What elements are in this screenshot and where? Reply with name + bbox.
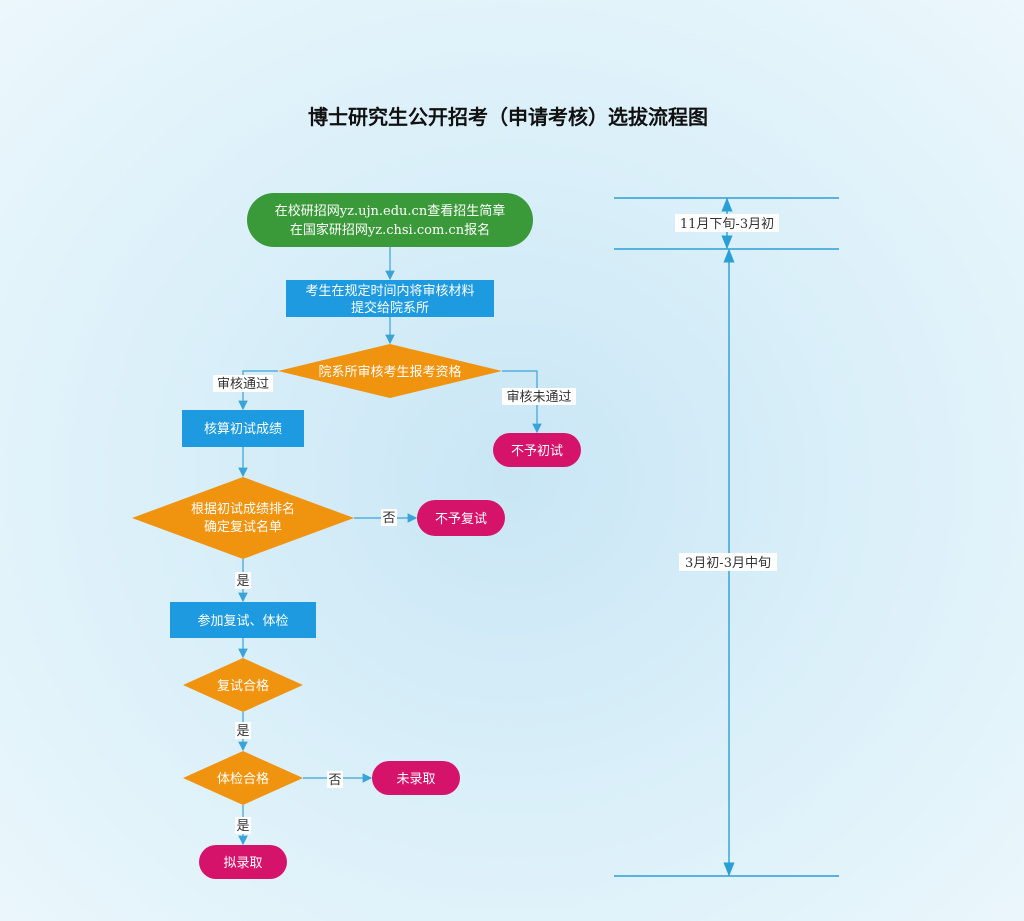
page-title: 博士研究生公开招考（申请考核）选拔流程图	[308, 105, 708, 129]
svg-text:提交给院系所: 提交给院系所	[351, 300, 429, 316]
node-medical-pass: 体检合格	[183, 751, 303, 805]
timeline: 11月下旬-3月初 3月初-3月中旬	[614, 197, 839, 877]
svg-text:不予复试: 不予复试	[435, 512, 487, 527]
svg-text:确定复试名单: 确定复试名单	[204, 519, 282, 535]
node-admitted: 拟录取	[199, 845, 287, 879]
svg-text:考生在规定时间内将审核材料: 考生在规定时间内将审核材料	[305, 283, 474, 299]
node-review: 院系所审核考生报考资格	[278, 344, 502, 398]
svg-text:未录取: 未录取	[396, 772, 435, 787]
node-reject-initial: 不予初试	[493, 433, 581, 467]
node-not-admitted: 未录取	[372, 761, 460, 795]
svg-text:院系所审核考生报考资格: 院系所审核考生报考资格	[318, 364, 461, 380]
svg-text:不予初试: 不予初试	[511, 444, 563, 459]
connectors	[238, 247, 542, 846]
svg-text:在校研招网yz.ujn.edu.cn查看招生简章: 在校研招网yz.ujn.edu.cn查看招生简章	[275, 203, 505, 219]
svg-text:参加复试、体检: 参加复试、体检	[197, 613, 288, 629]
label-yes: 是	[236, 574, 249, 589]
svg-text:根据初试成绩排名: 根据初试成绩排名	[191, 501, 295, 517]
label-yes: 是	[236, 819, 249, 834]
svg-text:在国家研招网yz.chsi.com.cn报名: 在国家研招网yz.chsi.com.cn报名	[290, 222, 490, 238]
timeline-period-2: 3月初-3月中旬	[685, 556, 771, 571]
svg-text:复试合格: 复试合格	[217, 678, 269, 694]
node-start: 在校研招网yz.ujn.edu.cn查看招生简章 在国家研招网yz.chsi.c…	[247, 193, 533, 247]
node-retest-pass: 复试合格	[183, 658, 303, 712]
node-rank: 根据初试成绩排名 确定复试名单	[132, 477, 354, 559]
timeline-period-1: 11月下旬-3月初	[680, 217, 774, 232]
node-submit: 考生在规定时间内将审核材料 提交给院系所	[286, 280, 494, 317]
label-review-pass: 审核通过	[217, 377, 269, 392]
node-retest: 参加复试、体检	[170, 602, 316, 638]
svg-text:体检合格: 体检合格	[217, 771, 269, 787]
label-no: 否	[382, 511, 395, 526]
label-no: 否	[328, 773, 341, 788]
svg-text:核算初试成绩: 核算初试成绩	[204, 422, 282, 437]
label-review-fail: 审核未通过	[506, 390, 571, 405]
label-yes: 是	[236, 724, 249, 739]
node-calc: 核算初试成绩	[182, 410, 304, 447]
edge-labels: 审核通过 审核未通过 否 是 是 否 是	[213, 375, 576, 834]
svg-text:拟录取: 拟录取	[223, 856, 262, 871]
node-reject-retest: 不予复试	[417, 500, 505, 536]
